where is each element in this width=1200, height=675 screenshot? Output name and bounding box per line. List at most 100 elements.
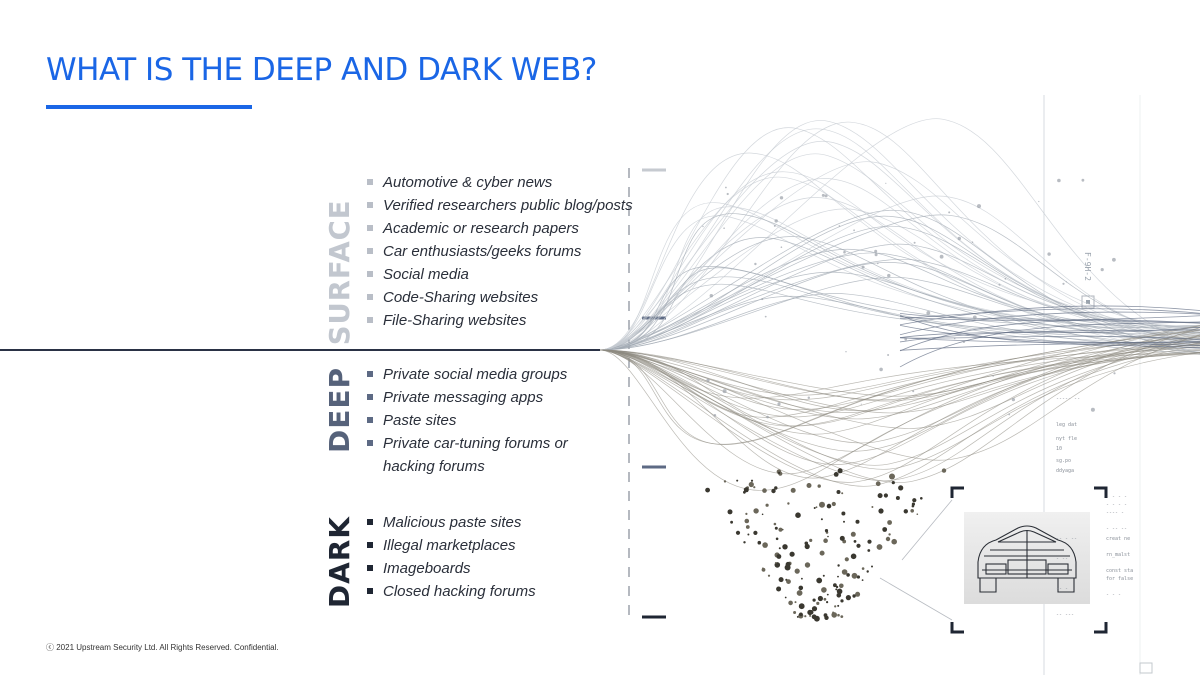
particle-dot: [817, 616, 820, 618]
particle-dot: [748, 481, 754, 488]
list-item: Closed hacking forums: [366, 580, 536, 603]
particle-dot: [1004, 277, 1007, 280]
particle-dot: [824, 529, 829, 533]
particle-dot: [844, 557, 849, 562]
bullet-icon: [367, 417, 373, 423]
particle-dot: [827, 535, 829, 538]
particle-dot: [957, 236, 961, 241]
svg-text:- - -: - - -: [1106, 592, 1121, 598]
particle-dot: [702, 225, 704, 228]
particle-dot: [861, 579, 864, 581]
wave-line: [599, 335, 1200, 482]
wave-line: [599, 331, 1200, 475]
svg-text:ddyaga: ddyaga: [1056, 468, 1074, 474]
particle-dot: [904, 337, 907, 341]
particle-dot: [786, 579, 791, 584]
bullet-icon: [367, 271, 373, 277]
particle-dot: [835, 588, 838, 591]
particle-dot: [843, 520, 845, 523]
particle-dot: [771, 488, 776, 494]
particle-dot: [1011, 398, 1016, 402]
particle-dot: [912, 390, 915, 393]
particle-dot: [992, 375, 994, 377]
wave-line: [599, 349, 1200, 491]
particle-dot: [778, 547, 781, 550]
bullet-icon: [367, 394, 373, 400]
particle-dot: [824, 615, 829, 620]
particle-dot: [1113, 372, 1116, 375]
bullet-icon: [367, 440, 373, 446]
wave-line: [599, 215, 1200, 351]
particle-dot: [774, 526, 778, 530]
particle-dot: [726, 192, 729, 196]
svg-text:-- ---: -- ---: [1056, 612, 1074, 618]
particle-dot: [831, 612, 837, 618]
particle-dot: [794, 568, 800, 574]
particle-dot: [776, 586, 782, 592]
wave-line: [899, 326, 1200, 339]
particle-dot: [826, 593, 829, 596]
bullet-icon: [367, 542, 373, 548]
particle-dots: [702, 178, 1116, 622]
bullet-icon: [367, 294, 373, 300]
particle-dot: [856, 543, 861, 548]
list-item: Verified researchers public blog/posts: [366, 194, 633, 217]
particle-dot: [840, 615, 844, 618]
list-item: Code-Sharing websites: [366, 286, 633, 309]
wave-line: [599, 248, 1200, 351]
wave-line: [599, 344, 1200, 401]
particle-dot: [778, 527, 783, 532]
particle-dot: [804, 615, 807, 618]
list-item: Private messaging apps: [366, 386, 573, 409]
particle-dot: [835, 585, 839, 589]
particle-dot: [821, 193, 825, 197]
particle-dot: [834, 605, 837, 608]
particle-dot: [887, 273, 891, 278]
wave-line: [599, 197, 1200, 353]
particle-dot: [1090, 407, 1095, 412]
list-item: Car enthusiasts/geeks forums: [366, 240, 633, 263]
wave-line: [599, 176, 1200, 355]
deep-items-list: Private social media groups Private mess…: [366, 363, 573, 476]
wave-line: [599, 178, 1200, 351]
list-item: Illegal marketplaces: [366, 534, 536, 557]
particle-dot: [798, 585, 804, 591]
dark-items-list: Malicious paste sites Illegal marketplac…: [366, 511, 536, 603]
particle-dot: [817, 595, 824, 602]
list-item: Social media: [366, 263, 633, 286]
particle-dot: [887, 354, 890, 356]
particle-dot: [838, 225, 841, 227]
wave-line: [899, 311, 1200, 336]
wave-line: [899, 343, 1200, 351]
particle-dot: [876, 544, 883, 550]
particle-dot: [877, 262, 879, 265]
bullet-icon: [367, 225, 373, 231]
particle-dot: [706, 378, 710, 382]
particle-dot: [837, 468, 843, 474]
particle-dot: [826, 503, 832, 509]
particle-dot: [1062, 282, 1065, 285]
particle-dot: [843, 250, 846, 254]
particle-dot: [871, 565, 873, 568]
particle-dot: [809, 538, 813, 543]
wave-line: [599, 334, 1200, 429]
particle-dot: [788, 600, 793, 606]
particle-dot: [804, 541, 809, 546]
wave-line: [599, 327, 1200, 444]
particle-dot: [877, 493, 883, 499]
particle-dot: [861, 265, 865, 269]
particle-dot: [910, 509, 914, 513]
particle-dot: [761, 567, 766, 572]
wave-line: [599, 327, 1200, 483]
copyright-footer: ⓒ 2021 Upstream Security Ltd. All Rights…: [46, 643, 279, 652]
particle-dot: [709, 294, 713, 298]
particle-dot: [807, 396, 810, 399]
bullet-icon: [367, 371, 373, 377]
particle-dot: [887, 520, 892, 525]
particle-dot: [845, 595, 852, 601]
svg-text:sg.po: sg.po: [1056, 458, 1071, 464]
particle-dot: [811, 606, 818, 612]
particle-dot: [821, 587, 827, 593]
particle-dot: [735, 530, 741, 535]
particle-dot: [867, 549, 871, 552]
